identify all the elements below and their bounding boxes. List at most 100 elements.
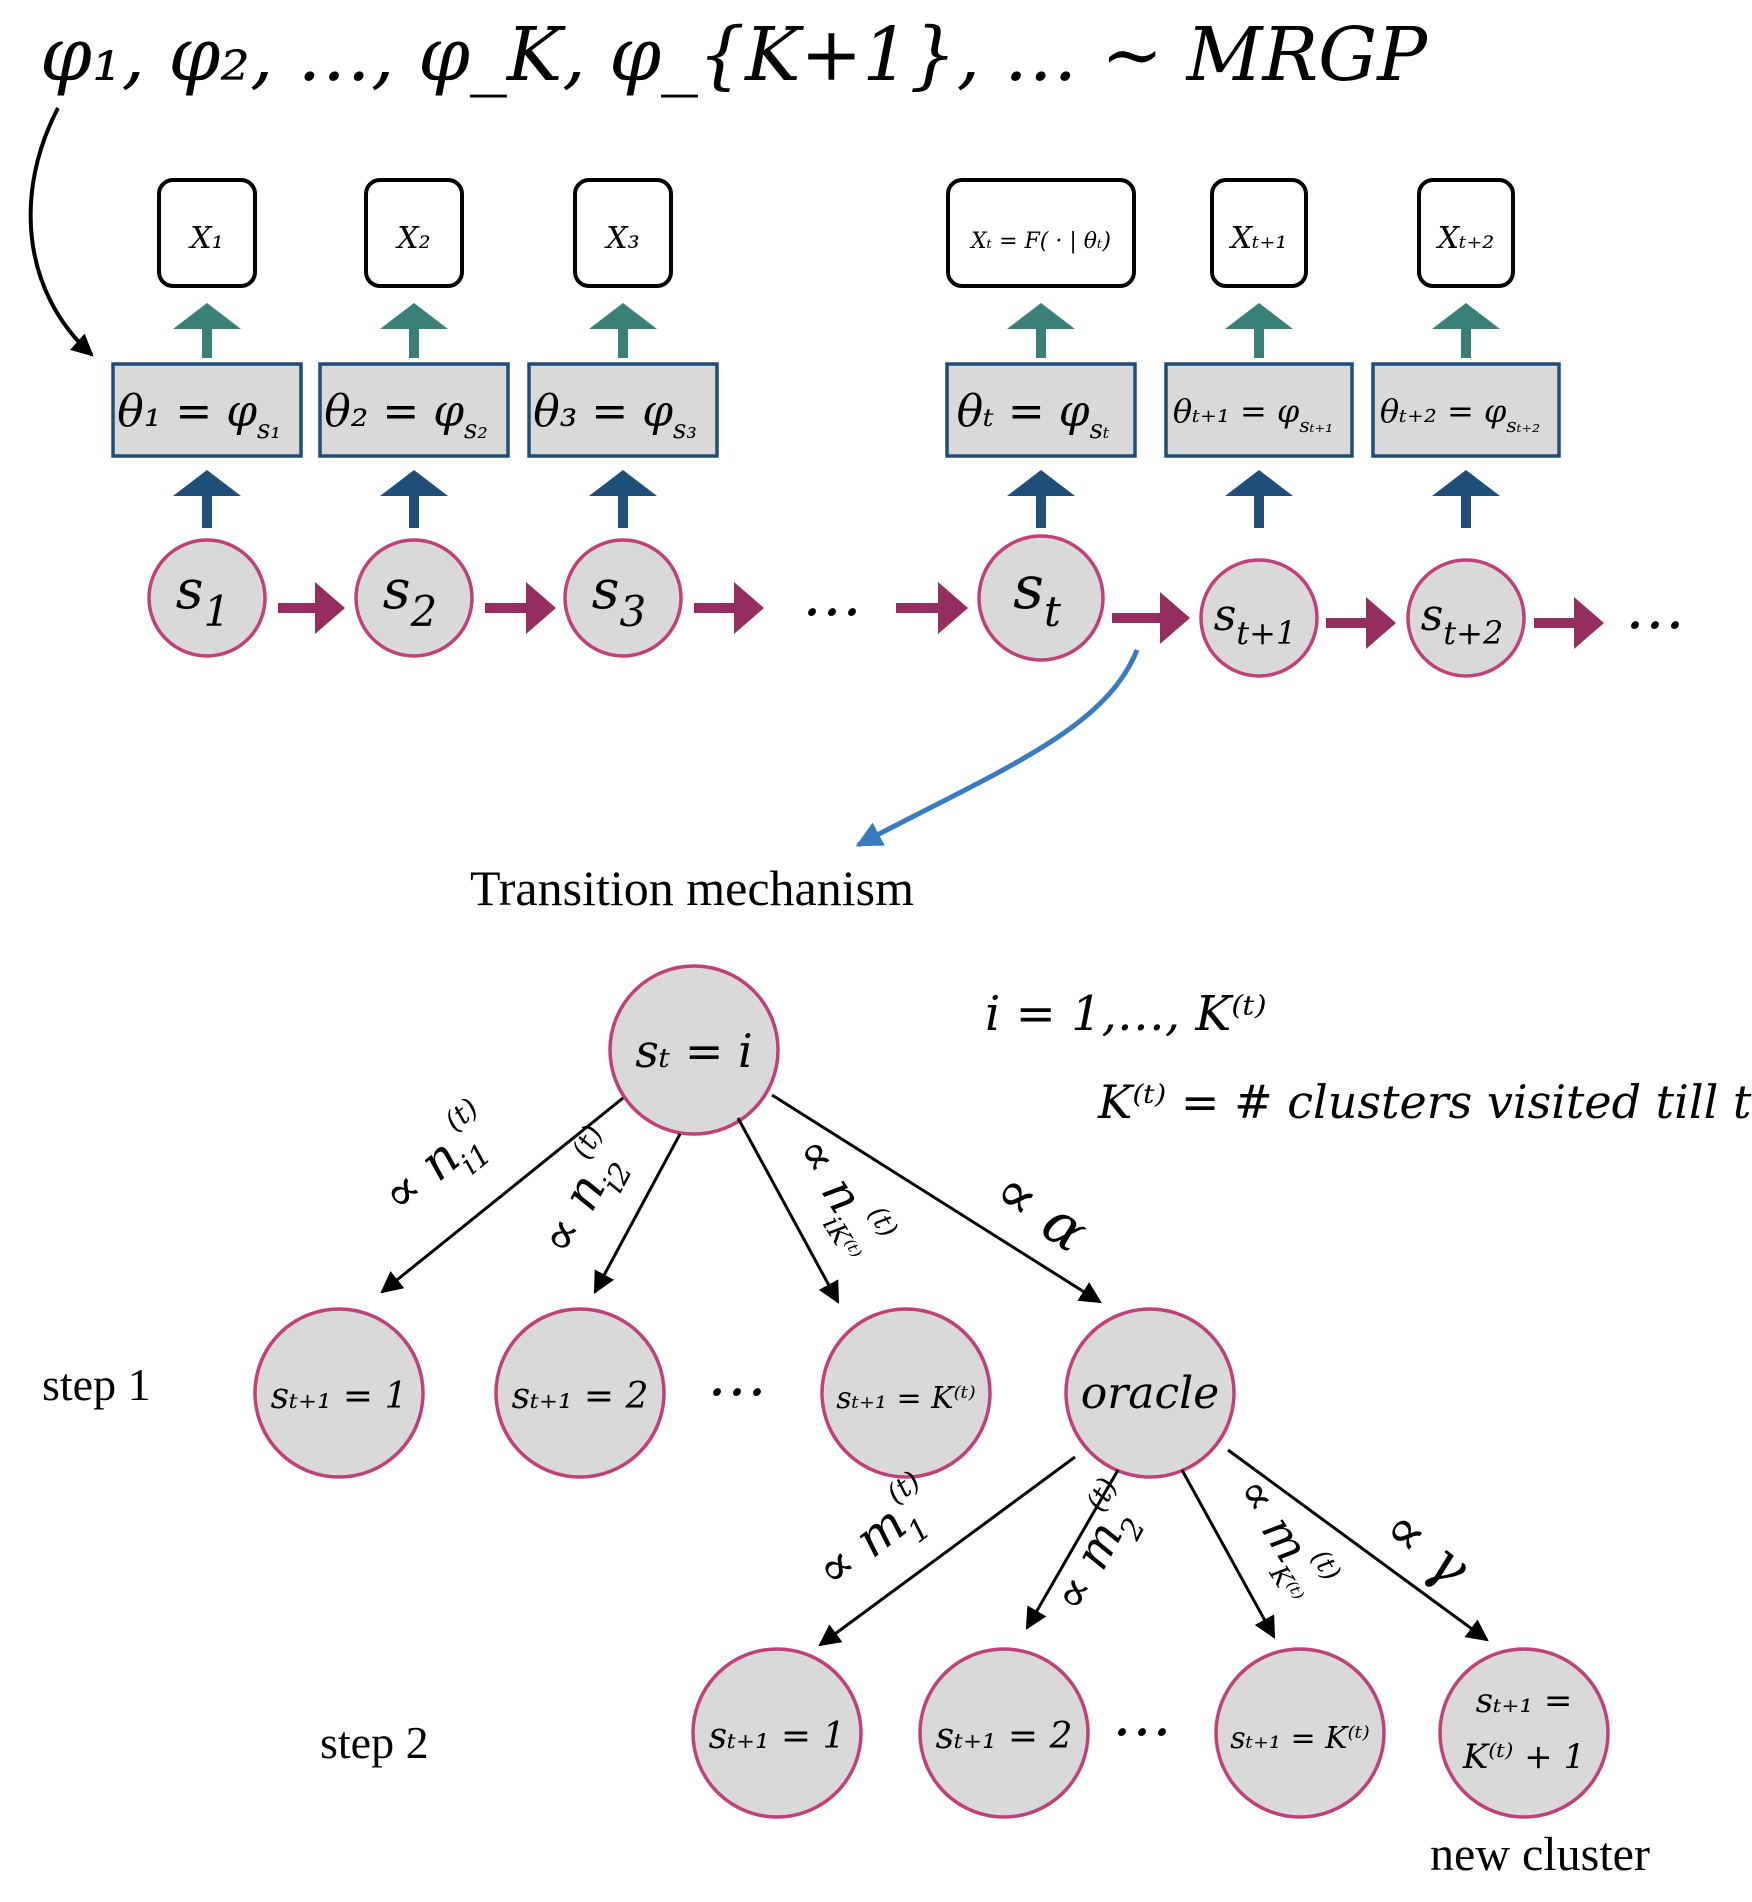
edge-label-m-1: ∝ m1 (t) (805, 1464, 938, 1609)
new-cluster-node-line2: K⁽ᵗ⁾ + 1 (1462, 1737, 1585, 1777)
step1-ellipsis: … (707, 1340, 767, 1410)
svg-text:∝ niK⁽ᵗ⁾: ∝ niK⁽ᵗ⁾ (775, 1127, 897, 1267)
state-label: st (1013, 553, 1061, 636)
state-node (1406, 558, 1526, 678)
theta-box (111, 362, 303, 458)
root-node (608, 964, 780, 1136)
prior-arrow (28, 107, 94, 357)
chain-ellipsis: … (802, 560, 862, 630)
new-cluster-node-line1: sₜ₊₁ = (1476, 1681, 1573, 1721)
note-index-range: i = 1,…, K⁽ᵗ⁾ (985, 986, 1267, 1042)
observation-box (364, 178, 464, 288)
observation-label: X₂ (395, 221, 430, 256)
svg-text:∝ mK⁽ᵗ⁾: ∝ mK⁽ᵗ⁾ (1216, 1467, 1339, 1609)
new-cluster-label: new cluster (1430, 1828, 1650, 1881)
observation-box (1210, 178, 1308, 288)
observation-label: Xₜ₊₂ (1436, 221, 1495, 256)
theta-label: θₜ₊₁ = φsₜ₊₁ (1173, 392, 1333, 437)
observation-label: X₁ (188, 221, 223, 256)
emission-arrow (589, 303, 657, 358)
step2-node-2 (918, 1647, 1090, 1819)
edge-label-m-k-sub: K⁽ᵗ⁾ (1262, 1560, 1308, 1609)
state-label: st+1 (1214, 590, 1297, 652)
observation-box (573, 178, 673, 288)
edge-label-n-i2-sup: (t) (565, 1120, 610, 1165)
theta-box (945, 362, 1137, 458)
state-label: st+2 (1421, 590, 1504, 652)
theta-box (1164, 362, 1354, 458)
chain-column-1: X₁ θ₁ = φs₁ s1 (111, 178, 303, 658)
edge-label-alpha: ∝ α (982, 1155, 1100, 1266)
edge-oracle-to-k (1180, 1469, 1276, 1639)
step2-node-2-label: sₜ₊₁ = 2 (936, 1716, 1073, 1757)
step1-node-1-label: sₜ₊₁ = 1 (271, 1376, 408, 1417)
step1-node-k-label: sₜ₊₁ = K⁽ᵗ⁾ (836, 1381, 975, 1416)
svg-text:∝ m1: ∝ m1 (805, 1483, 938, 1609)
observation-label: X₃ (604, 221, 639, 256)
edge-oracle-to-new (1227, 1448, 1489, 1642)
step1-label: step 1 (42, 1359, 151, 1410)
step1-node-2-label: sₜ₊₁ = 2 (512, 1376, 649, 1417)
root-label: sₜ = i (635, 1024, 752, 1078)
theta-box (318, 362, 510, 458)
step1-node-1 (253, 1307, 425, 1479)
theta-arrow (173, 470, 241, 528)
step2-ellipsis: … (1112, 1680, 1172, 1750)
edge-root-to-2 (593, 1133, 682, 1294)
edge-label-m-k: ∝ mK⁽ᵗ⁾ (t) (1216, 1467, 1347, 1609)
theta-arrow (380, 470, 448, 528)
oracle-label: oracle (1081, 1368, 1220, 1419)
edge-label-m-k-sup: (t) (1305, 1544, 1347, 1586)
theta-label: θ₃ = φs₃ (533, 386, 697, 445)
edge-oracle-to-1 (818, 1455, 1076, 1647)
edge-label-n-ik: ∝ niK⁽ᵗ⁾ (t) (775, 1127, 903, 1267)
emission-arrow (1432, 303, 1500, 358)
theta-arrow (1007, 470, 1075, 528)
emission-arrow (1225, 303, 1293, 358)
edge-root-to-1 (380, 1096, 624, 1294)
state-label: s3 (592, 558, 646, 636)
state-label: s1 (176, 558, 230, 636)
observation-box (946, 178, 1136, 288)
theta-arrow (1225, 470, 1293, 528)
observation-box (157, 178, 257, 288)
step2-node-1 (691, 1647, 863, 1819)
transition-arrow-t1-t2 (1326, 597, 1396, 649)
edge-label-m-2-sup: (t) (1079, 1472, 1124, 1517)
step2-node-1-label: sₜ₊₁ = 1 (709, 1716, 846, 1757)
state-node (563, 538, 683, 658)
edge-label-n-i1-sup: (t) (438, 1091, 485, 1138)
edge-label-m-k-main: ∝ m (1227, 1467, 1320, 1571)
observation-box (1417, 178, 1515, 288)
transition-label: Transition mechanism (470, 860, 914, 916)
emission-arrow (1007, 303, 1075, 358)
transition-arrow-t2-end (1534, 597, 1604, 649)
edge-label-n-ik-main: ∝ n (785, 1127, 874, 1223)
edge-label-gamma: ∝ γ (1371, 1495, 1482, 1601)
observation-label: Xₜ₊₁ (1229, 221, 1288, 256)
chain-column-3: X₃ θ₃ = φs₃ s3 (527, 178, 719, 658)
state-node (1199, 558, 1319, 678)
note-cluster-count: K⁽ᵗ⁾ = # clusters visited till t (1097, 1075, 1752, 1129)
state-node (977, 534, 1105, 662)
oracle-node (1064, 1307, 1236, 1479)
transition-arrow-3-ellipsis (694, 582, 764, 634)
new-cluster-node (1438, 1647, 1610, 1819)
step2-label: step 2 (320, 1717, 429, 1768)
theta-label: θₜ₊₂ = φsₜ₊₂ (1380, 392, 1540, 437)
theta-label: θ₁ = φs₁ (117, 386, 281, 445)
edge-label-n-ik-sub: iK⁽ᵗ⁾ (816, 1211, 866, 1267)
edge-root-to-oracle (771, 1093, 1102, 1304)
transition-arrow-1-2 (278, 582, 345, 634)
step1-node-2 (494, 1307, 666, 1479)
edge-oracle-to-2 (1025, 1469, 1120, 1630)
edge-label-n-i1-main: ∝ n (370, 1127, 470, 1224)
step2-node-k-label: sₜ₊₁ = K⁽ᵗ⁾ (1230, 1721, 1369, 1756)
chain-ellipsis-end: … (1625, 573, 1685, 643)
transition-curve-arrow (855, 649, 1140, 848)
transition-arrow-2-3 (485, 582, 556, 634)
theta-arrow (1432, 470, 1500, 528)
